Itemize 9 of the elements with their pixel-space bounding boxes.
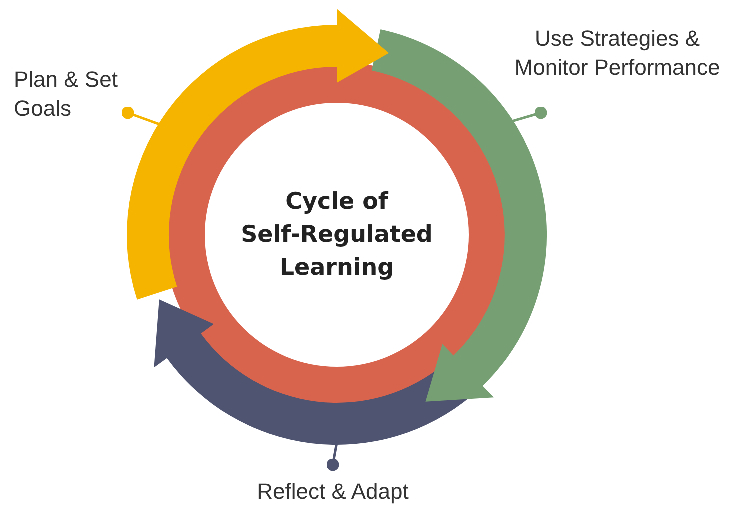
leader-line [326, 442, 340, 472]
leader-line [511, 106, 548, 123]
stage-label: Plan & Set Goals [14, 65, 149, 123]
center-title: Cycle of Self-Regulated Learning [240, 188, 434, 282]
curved-arrow [127, 9, 390, 300]
stage-label: Use Strategies & Monitor Performance [500, 24, 735, 82]
curved-arrow [372, 30, 547, 402]
leader-line [122, 106, 162, 126]
stage-label: Reflect & Adapt [213, 477, 453, 506]
